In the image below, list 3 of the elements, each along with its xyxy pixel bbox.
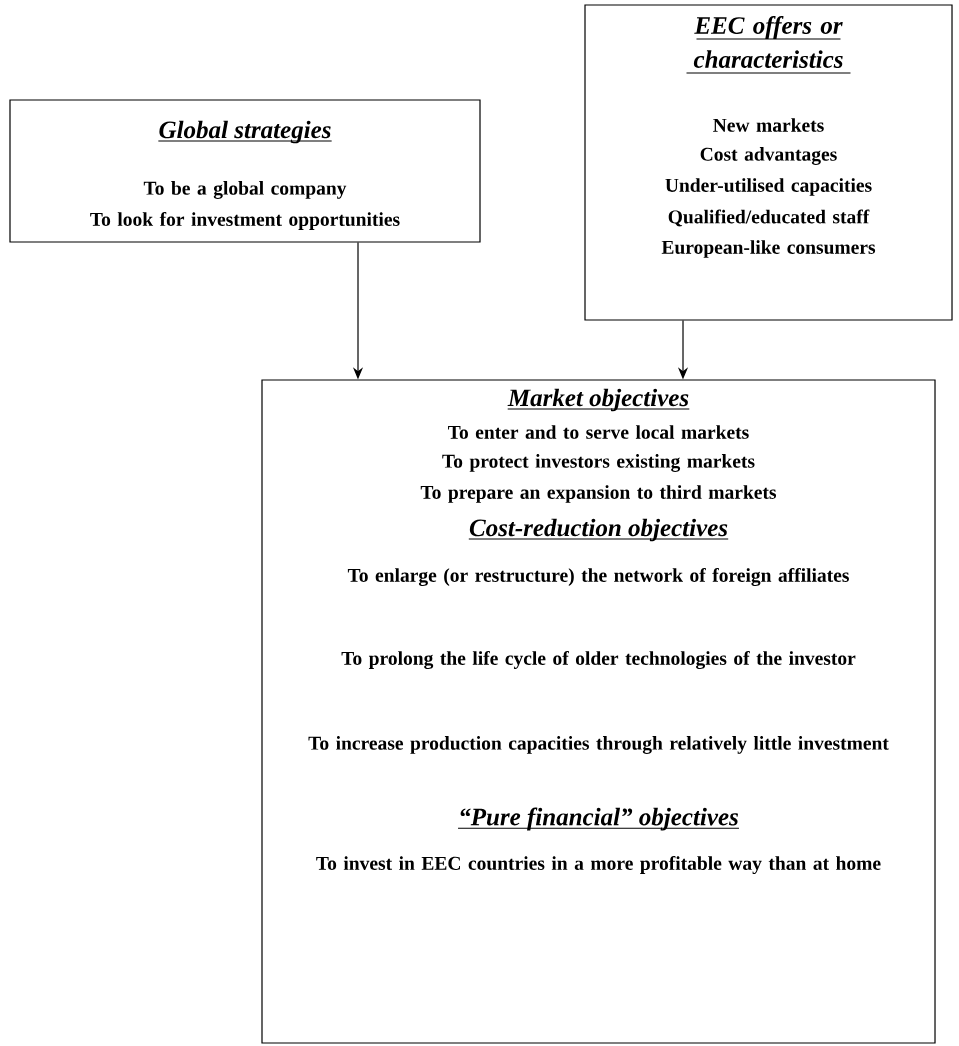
- text-box: Global strategies To be a global company To look for investment opportunities: [9, 99, 481, 243]
- text-box: Market objectives To enter and to serve local markets To protect investors existing markets To prepare an expansion to third markets Cost-reduction objectives To enlarge (or restructure) the network of foreign affiliates To prolong the life cycle of older technologies of the investor To increase production capacities through relatively little investment “Pure financial” objectives To invest in EEC countries in a more profitable way than at home: [261, 379, 936, 1044]
- text-box: EEC offers or characteristics New markets Cost advantages Under-utilised capacities Qualified/educated staff European-like consumers: [584, 4, 953, 321]
